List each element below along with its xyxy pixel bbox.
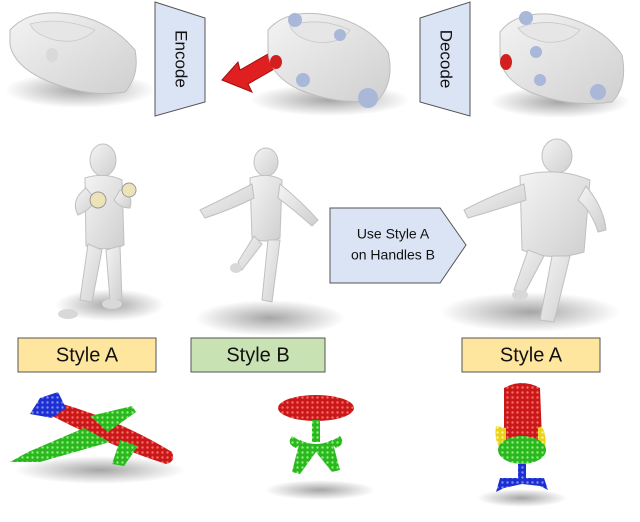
handle-blue [530, 46, 542, 58]
car-right [490, 11, 630, 118]
handle-blue [334, 29, 346, 41]
handle-blue [590, 84, 606, 100]
transfer-arrow: Use Style A on Handles B [329, 207, 467, 284]
car-left [5, 12, 155, 108]
handle-red [270, 55, 282, 69]
transfer-label-line2: on Handles B [351, 247, 435, 263]
decode-label: Decode [437, 30, 456, 89]
table-pointcloud [265, 395, 375, 500]
encode-label: Encode [172, 30, 191, 88]
human-left [55, 143, 165, 321]
handle-red [500, 54, 512, 70]
handle-blue [534, 74, 546, 86]
style-a-right-box: Style A [461, 337, 601, 373]
airplane-pointcloud [10, 392, 185, 484]
style-a-left-label: Style A [56, 344, 119, 366]
style-a-left-box: Style A [17, 337, 157, 373]
style-b-label: Style B [226, 344, 289, 366]
transfer-label-line1: Use Style A [357, 226, 430, 242]
human-right [440, 138, 620, 332]
handle-blue [519, 11, 533, 25]
encode-trapezoid: Encode [154, 1, 206, 117]
hand-handle [89, 191, 107, 209]
chair-pointcloud [477, 383, 567, 507]
style-a-right-label: Style A [500, 344, 563, 366]
human-middle [195, 147, 345, 336]
decode-trapezoid: Decode [419, 1, 471, 117]
style-b-box: Style B [190, 337, 326, 373]
handle-blue [358, 88, 378, 108]
hand-handle [121, 182, 137, 198]
handle-blue [296, 73, 310, 87]
red-arrow-icon [221, 53, 277, 93]
handle-blue [288, 13, 302, 27]
car-middle [250, 12, 410, 116]
